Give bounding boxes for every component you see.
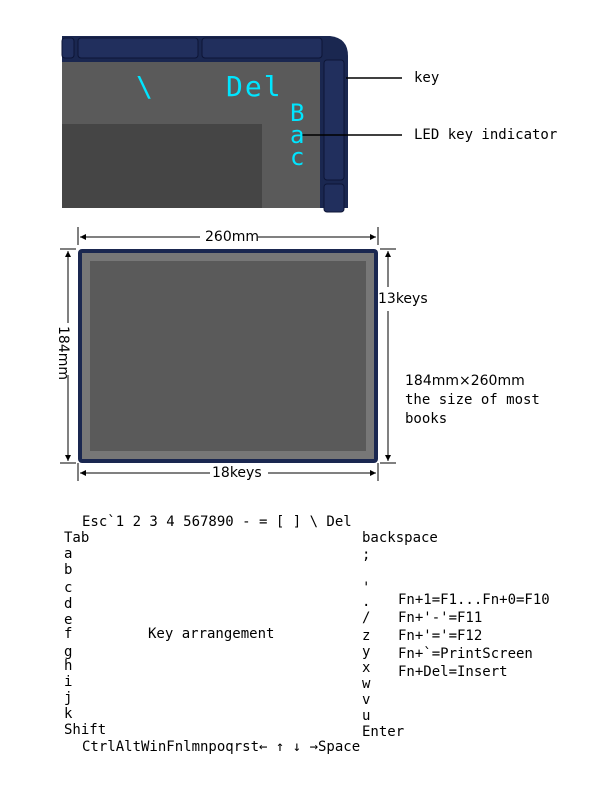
- top-key: [61, 37, 75, 59]
- led-letter-b: B: [290, 99, 305, 127]
- right-key: w: [362, 676, 371, 692]
- device-display: [90, 261, 366, 451]
- bottom-row-keys: CtrlAltWinFnlmnpoqrst← ↑ ↓ →Space: [82, 739, 361, 755]
- zoom-detail: [61, 36, 402, 213]
- key-arrangement-title: Key arrangement: [148, 626, 275, 642]
- bottom-keys-label: 18keys: [212, 465, 262, 481]
- right-key: z: [362, 628, 371, 644]
- right-key: x: [362, 660, 371, 676]
- left-key: h: [64, 658, 73, 674]
- right-key: Enter: [362, 724, 405, 740]
- left-key: g: [64, 644, 73, 660]
- inner-display: [62, 124, 262, 208]
- right-keys-label: 13keys: [378, 291, 428, 307]
- led-backslash: \: [136, 70, 153, 103]
- right-key: u: [362, 708, 371, 724]
- left-key: Shift: [64, 722, 107, 738]
- left-key: c: [64, 580, 73, 596]
- height-label: 184mm: [55, 326, 71, 380]
- led-letter-c: c: [290, 143, 305, 171]
- device-diagram: [60, 227, 396, 481]
- size-note-line-3: books: [405, 411, 448, 427]
- size-note-line-2: the size of most: [405, 392, 540, 408]
- fn-note: Fn+1=F1...Fn+0=F10: [398, 592, 550, 608]
- led-letter-a: a: [290, 121, 305, 149]
- right-key: y: [362, 644, 371, 660]
- top-key: [77, 37, 199, 59]
- left-key: k: [64, 706, 73, 722]
- right-key: ;: [362, 547, 371, 563]
- left-key: e: [64, 612, 73, 628]
- callout-key-label: key: [414, 70, 440, 86]
- fn-note: Fn+Del=Insert: [398, 664, 508, 680]
- size-note-line-1: 184mm×260mm: [405, 373, 525, 389]
- led-del: Del: [226, 70, 283, 103]
- top-key: [201, 37, 323, 59]
- right-key: /: [362, 610, 371, 626]
- right-key: backspace: [362, 530, 438, 546]
- side-key: [323, 183, 345, 213]
- side-key: [323, 59, 345, 181]
- left-key: d: [64, 596, 73, 612]
- right-key: ': [362, 580, 371, 596]
- fn-note: Fn+'-'=F11: [398, 610, 483, 626]
- left-key: j: [64, 690, 73, 706]
- left-key: Tab: [64, 530, 90, 546]
- right-key: v: [362, 692, 371, 708]
- left-key: f: [64, 626, 73, 642]
- top-row-keys: Esc`1 2 3 4 567890 - = [ ] \ Del: [82, 514, 352, 530]
- fn-note: Fn+`=PrintScreen: [398, 646, 533, 662]
- left-key: b: [64, 562, 73, 578]
- width-label: 260mm: [205, 229, 259, 245]
- left-key: i: [64, 674, 73, 690]
- left-key: a: [64, 546, 73, 562]
- callout-led-label: LED key indicator: [414, 127, 558, 143]
- right-key: .: [362, 594, 371, 610]
- fn-note: Fn+'='=F12: [398, 628, 483, 644]
